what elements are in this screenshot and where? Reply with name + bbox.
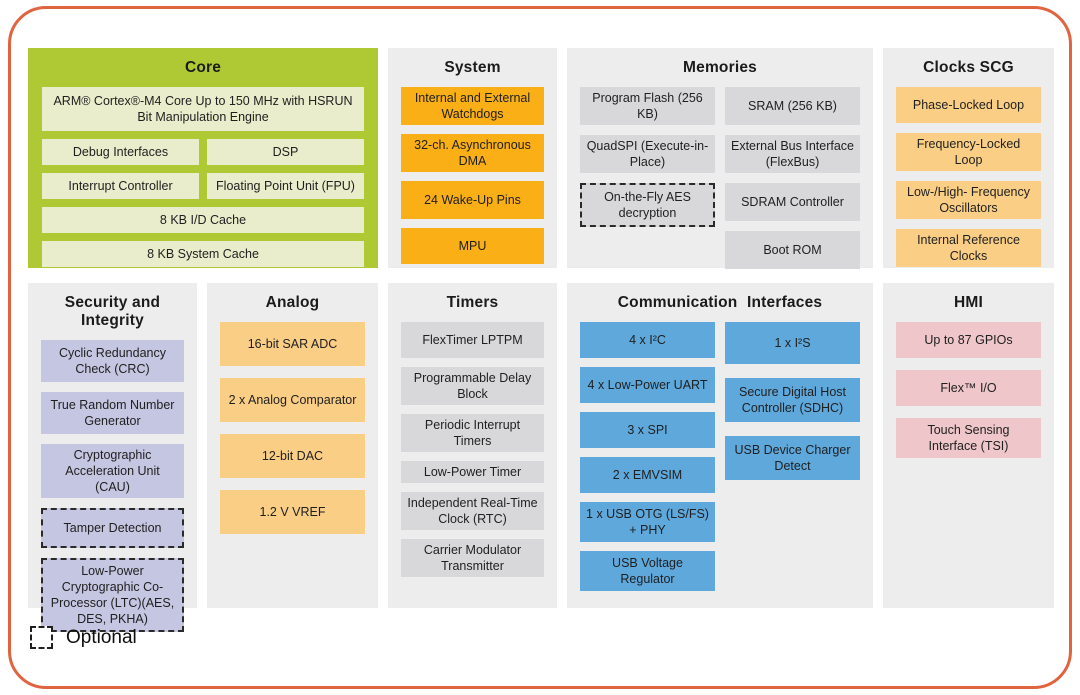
- comm-columns: 4 x I²C 4 x Low-Power UART 3 x SPI 2 x E…: [567, 322, 873, 591]
- legend-optional: Optional: [30, 626, 137, 649]
- block-gpios: Up to 87 GPIOs: [896, 322, 1041, 358]
- security-blocks: Cyclic Redundancy Check (CRC) True Rando…: [28, 340, 197, 632]
- block-tamper-detection: Tamper Detection: [41, 508, 184, 548]
- block-arm-cortex-m4-core: ARM® Cortex®-M4 Core Up to 150 MHz with …: [42, 87, 364, 131]
- block-flexbus: External Bus Interface (FlexBus): [725, 135, 860, 173]
- block-usb-device-charger-detect: USB Device Charger Detect: [725, 436, 860, 480]
- block-system-cache: 8 KB System Cache: [42, 241, 364, 267]
- block-pll: Phase-Locked Loop: [896, 87, 1041, 123]
- panel-system: System Internal and External Watchdogs 3…: [388, 48, 557, 268]
- panel-security: Security and Integrity Cyclic Redundancy…: [28, 283, 197, 632]
- panel-core: Core ARM® Cortex®-M4 Core Up to 150 MHz …: [28, 48, 378, 268]
- block-low-power-uart: 4 x Low-Power UART: [580, 367, 715, 403]
- legend-label: Optional: [66, 626, 137, 648]
- block-periodic-interrupt-timers: Periodic Interrupt Timers: [401, 414, 544, 452]
- block-usb-otg: 1 x USB OTG (LS/FS) + PHY: [580, 502, 715, 542]
- block-internal-reference-clocks: Internal Reference Clocks: [896, 229, 1041, 267]
- block-async-dma: 32-ch. Asynchronous DMA: [401, 134, 544, 172]
- panel-analog: Analog 16-bit SAR ADC 2 x Analog Compara…: [207, 283, 378, 608]
- panel-communication-interfaces: Communication Interfaces 4 x I²C 4 x Low…: [567, 283, 873, 608]
- clocks-blocks: Phase-Locked Loop Frequency-Locked Loop …: [883, 87, 1054, 267]
- timers-blocks: FlexTimer LPTPM Programmable Delay Block…: [388, 322, 557, 577]
- block-sram: SRAM (256 KB): [725, 87, 860, 125]
- block-trng: True Random Number Generator: [41, 392, 184, 434]
- panel-clocks-title: Clocks SCG: [923, 59, 1014, 76]
- bottom-row: Security and Integrity Cyclic Redundancy…: [28, 283, 1054, 632]
- block-sdram-controller: SDRAM Controller: [725, 183, 860, 221]
- block-programmable-delay-block: Programmable Delay Block: [401, 367, 544, 405]
- block-i2s: 1 x I²S: [725, 322, 860, 364]
- panel-security-title: Security and Integrity: [64, 294, 161, 329]
- block-program-flash: Program Flash (256 KB): [580, 87, 715, 125]
- block-interrupt-controller: Interrupt Controller: [42, 173, 199, 199]
- block-tsi: Touch Sensing Interface (TSI): [896, 418, 1041, 458]
- block-dac: 12-bit DAC: [220, 434, 365, 478]
- block-id-cache: 8 KB I/D Cache: [42, 207, 364, 233]
- analog-blocks: 16-bit SAR ADC 2 x Analog Comparator 12-…: [207, 322, 378, 534]
- panel-memories: Memories Program Flash (256 KB) QuadSPI …: [567, 48, 873, 269]
- block-flex-io: Flex™ I/O: [896, 370, 1041, 406]
- comm-right-column: 1 x I²S Secure Digital Host Controller (…: [725, 322, 860, 591]
- memories-right-column: SRAM (256 KB) External Bus Interface (Fl…: [725, 87, 860, 269]
- block-ltc-coprocessor: Low-Power Cryptographic Co-Processor (LT…: [41, 558, 184, 632]
- panel-hmi: HMI Up to 87 GPIOs Flex™ I/O Touch Sensi…: [883, 283, 1054, 608]
- block-fll: Frequency-Locked Loop: [896, 133, 1041, 171]
- block-boot-rom: Boot ROM: [725, 231, 860, 269]
- top-row: Core ARM® Cortex®-M4 Core Up to 150 MHz …: [28, 48, 1054, 269]
- panel-comm-title: Communication Interfaces: [617, 294, 823, 311]
- memories-left-column: Program Flash (256 KB) QuadSPI (Execute-…: [580, 87, 715, 269]
- block-i2c: 4 x I²C: [580, 322, 715, 358]
- diagram-border: [8, 6, 1072, 689]
- panel-hmi-title: HMI: [953, 294, 983, 311]
- block-otf-aes-decryption: On-the-Fly AES decryption: [580, 183, 715, 227]
- block-crc: Cyclic Redundancy Check (CRC): [41, 340, 184, 382]
- block-oscillators: Low-/High- Frequency Oscillators: [896, 181, 1041, 219]
- panel-timers: Timers FlexTimer LPTPM Programmable Dela…: [388, 283, 557, 608]
- block-rtc: Independent Real-Time Clock (RTC): [401, 492, 544, 530]
- block-cau: Cryptographic Acceleration Unit (CAU): [41, 444, 184, 498]
- block-quadspi: QuadSPI (Execute-in-Place): [580, 135, 715, 173]
- block-dsp: DSP: [207, 139, 364, 165]
- panel-timers-title: Timers: [446, 294, 499, 311]
- block-wakeup-pins: 24 Wake-Up Pins: [401, 181, 544, 219]
- optional-dashed-box-icon: [30, 626, 53, 649]
- block-mpu: MPU: [401, 228, 544, 264]
- block-sdhc: Secure Digital Host Controller (SDHC): [725, 378, 860, 422]
- block-watchdogs: Internal and External Watchdogs: [401, 87, 544, 125]
- block-usb-voltage-regulator: USB Voltage Regulator: [580, 551, 715, 591]
- panel-analog-title: Analog: [265, 294, 320, 311]
- comm-left-column: 4 x I²C 4 x Low-Power UART 3 x SPI 2 x E…: [580, 322, 715, 591]
- panel-core-title: Core: [184, 59, 222, 76]
- block-vref: 1.2 V VREF: [220, 490, 365, 534]
- block-fpu: Floating Point Unit (FPU): [207, 173, 364, 199]
- panel-clocks-scg: Clocks SCG Phase-Locked Loop Frequency-L…: [883, 48, 1054, 268]
- system-blocks: Internal and External Watchdogs 32-ch. A…: [388, 87, 557, 264]
- block-sar-adc: 16-bit SAR ADC: [220, 322, 365, 366]
- panel-memories-title: Memories: [683, 59, 757, 76]
- memories-columns: Program Flash (256 KB) QuadSPI (Execute-…: [567, 87, 873, 269]
- block-carrier-modulator-transmitter: Carrier Modulator Transmitter: [401, 539, 544, 577]
- panel-system-title: System: [444, 59, 501, 76]
- block-low-power-timer: Low-Power Timer: [401, 461, 544, 483]
- block-spi: 3 x SPI: [580, 412, 715, 448]
- block-debug-interfaces: Debug Interfaces: [42, 139, 199, 165]
- hmi-blocks: Up to 87 GPIOs Flex™ I/O Touch Sensing I…: [883, 322, 1054, 458]
- block-emvsim: 2 x EMVSIM: [580, 457, 715, 493]
- core-blocks: ARM® Cortex®-M4 Core Up to 150 MHz with …: [28, 87, 378, 281]
- block-analog-comparator: 2 x Analog Comparator: [220, 378, 365, 422]
- block-flextimer-lptpm: FlexTimer LPTPM: [401, 322, 544, 358]
